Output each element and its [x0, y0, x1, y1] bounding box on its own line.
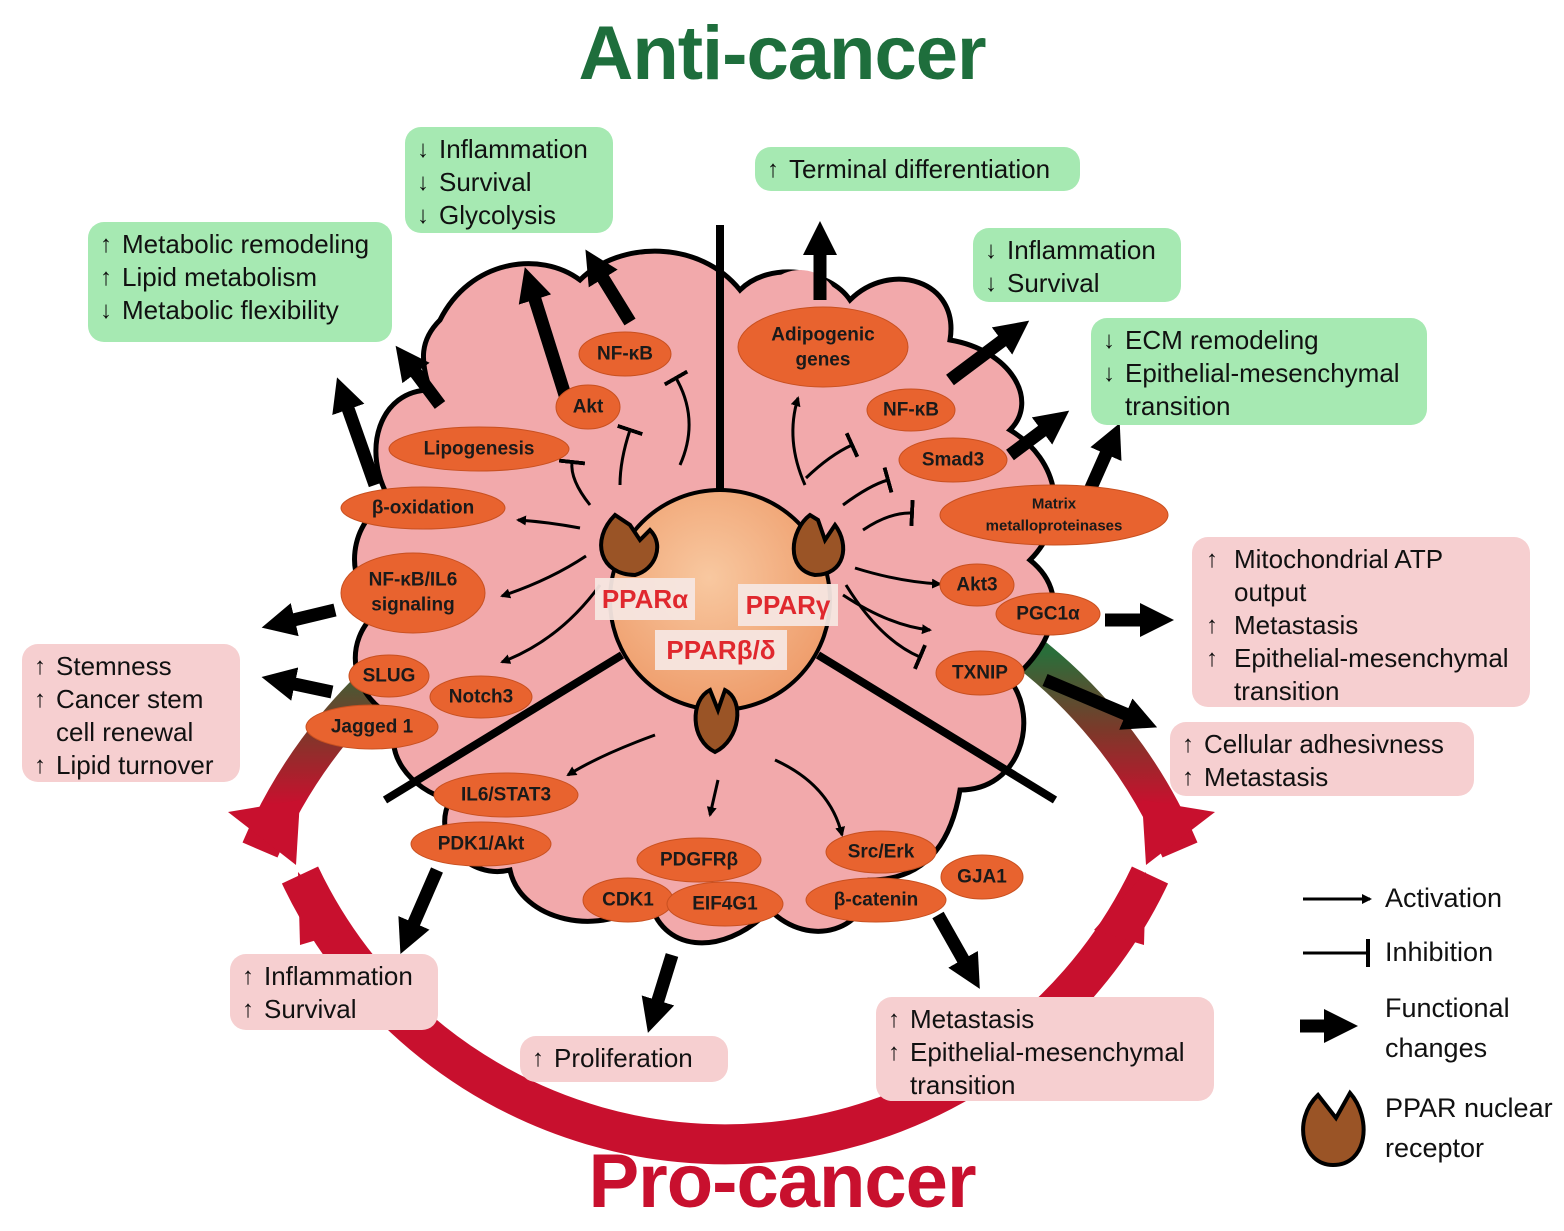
node-mmp-line1: Matrix [1032, 496, 1077, 513]
pro-arrowhead-right [1094, 872, 1146, 945]
node-beta-oxidation: β-oxidation [372, 498, 474, 519]
node-nfkb-il6-line2: signaling [371, 595, 454, 616]
box-inflammation-alpha: ↓Inflammation ↓Survival ↓Glycolysis [405, 127, 613, 233]
receptor-alpha-icon [599, 512, 660, 578]
activation-arrows [500, 396, 942, 837]
node-jagged1: Jagged 1 [331, 717, 414, 738]
node-cdk1: CDK1 [602, 890, 654, 911]
box-inflammation-gamma: ↓Inflammation ↓Survival [973, 228, 1181, 302]
box-stemness: ↑Stemness ↑Cancer stem cell renewal ↑Lip… [22, 644, 240, 782]
legend-receptor-label-2: receptor [1385, 1133, 1485, 1163]
box-metastasis-emt: ↑Metastasis ↑Epithelial-mesenchymal tran… [876, 997, 1214, 1101]
node-nfkb-gamma: NF-κB [883, 400, 939, 421]
receptor-gamma-label: PPARγ [746, 590, 831, 620]
cell-dividers [382, 225, 1058, 804]
node-akt3: Akt3 [956, 575, 997, 596]
receptor-beta-icon [693, 687, 740, 755]
node-nfkb-il6-line1: NF-κB/IL6 [369, 570, 458, 591]
ring-arrowhead-right [1142, 800, 1215, 865]
receptor-alpha-label: PPARα [602, 584, 688, 614]
legend-functional-label-2: changes [1385, 1033, 1488, 1063]
node-mmp-line2: metalloproteinases [986, 518, 1123, 535]
node-gja1: GJA1 [957, 867, 1007, 888]
node-akt: Akt [573, 397, 604, 418]
node-eif4g1: EIF4G1 [692, 894, 758, 915]
node-pdk1-akt: PDK1/Akt [438, 834, 525, 855]
node-pdgfrb: PDGFRβ [660, 850, 738, 871]
receptors [599, 512, 846, 755]
node-beta-catenin: β-catenin [834, 890, 918, 911]
node-adipogenic-line1: Adipogenic [771, 325, 875, 346]
legend-receptor-label-1: PPAR nuclear [1385, 1093, 1553, 1123]
receptor-labels: PPARα PPARγ PPARβ/δ [595, 578, 838, 670]
node-slug: SLUG [363, 666, 416, 687]
pro-arrowhead-left [298, 872, 350, 945]
functional-arrows [261, 221, 1174, 1033]
node-nfkb-alpha: NF-κB [597, 344, 653, 365]
legend-receptor-icon [1301, 1089, 1366, 1168]
node-src-erk: Src/Erk [848, 842, 915, 863]
node-shapes [305, 306, 1169, 927]
node-lipogenesis: Lipogenesis [424, 439, 535, 460]
legend-graphics [1300, 894, 1372, 1168]
receptor-gamma-icon [791, 512, 846, 578]
legend-functional-label-1: Functional [1385, 993, 1510, 1023]
receptor-beta-label: PPARβ/δ [666, 635, 775, 665]
node-pgc1a: PGC1α [1016, 604, 1080, 625]
ring-arrowhead-left [228, 800, 300, 865]
legend-inhibition-label: Inhibition [1385, 937, 1494, 967]
inhibition-lines [558, 369, 927, 670]
node-il6-stat3: IL6/STAT3 [461, 785, 551, 806]
box-metabolic: ↑Metabolic remodeling ↑Lipid metabolism … [88, 222, 392, 342]
box-terminal-differentiation: ↑Terminal differentiation [755, 147, 1080, 191]
box-inflammation-pro: ↑Inflammation ↑Survival [230, 954, 438, 1030]
legend-activation-label: Activation [1385, 883, 1503, 913]
node-adipogenic-line2: genes [796, 350, 851, 371]
box-proliferation: ↑Proliferation [520, 1036, 728, 1082]
node-notch3: Notch3 [449, 687, 513, 708]
box-adhesiveness: ↑Cellular adhesivness ↑Metastasis [1170, 722, 1474, 796]
box-ecm: ↓ECM remodeling ↓Epithelial-mesenchymal … [1091, 318, 1427, 425]
box-mitochondrial: ↑Mitochondrial ATP output ↑Metastasis ↑E… [1192, 537, 1530, 707]
node-smad3: Smad3 [922, 450, 984, 471]
node-txnip: TXNIP [952, 663, 1008, 684]
anti-cancer-title: Anti-cancer [578, 11, 986, 96]
